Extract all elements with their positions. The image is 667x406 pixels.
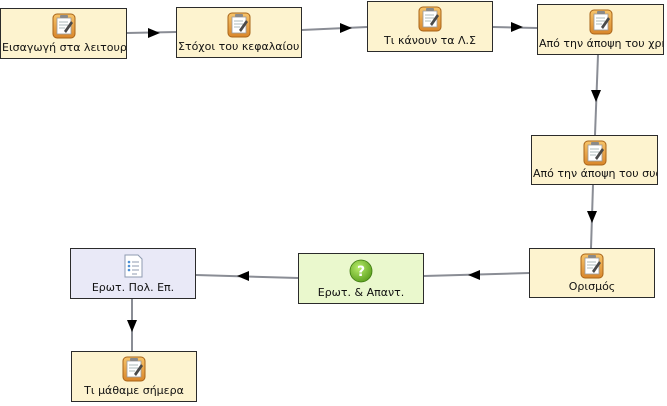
arrowhead-icon [468, 270, 480, 280]
activity-node-intro[interactable]: Εισαγωγή στα λειτουργικά [0, 8, 127, 59]
activity-node-goals[interactable]: Στόχοι του κεφαλαίου [176, 7, 302, 58]
question-icon [349, 258, 373, 284]
activity-node-summary[interactable]: Τι μάθαμε σήμερα [71, 351, 197, 402]
notepad-icon [583, 140, 607, 166]
edge-n5-n6 [587, 184, 597, 249]
activity-node-definition[interactable]: Ορισμός [529, 248, 655, 298]
node-label: Τι κάνουν τα Λ.Σ [384, 34, 476, 47]
arrowhead-icon [587, 211, 597, 223]
node-label: Από την άποψη του χρήστη [539, 37, 663, 50]
activity-node-what-os-do[interactable]: Τι κάνουν τα Λ.Σ [367, 1, 493, 52]
edge-n2-n3 [301, 23, 368, 33]
node-label: Ερωτ. & Απαντ. [317, 286, 405, 299]
quiz-node[interactable]: Ερωτ. Πολ. Επ. [70, 248, 196, 299]
node-label: Από την άποψη του συστήματος [533, 167, 657, 180]
arrowhead-icon [511, 22, 523, 32]
node-label: Ερωτ. Πολ. Επ. [91, 281, 175, 294]
arrowhead-icon [591, 90, 601, 102]
arrowhead-icon [237, 271, 249, 281]
activity-node-user-view[interactable]: Από την άποψη του χρήστη [537, 4, 664, 55]
activity-node-system-view[interactable]: Από την άποψη του συστήματος [531, 135, 658, 185]
edge-n3-n4 [492, 22, 538, 32]
notepad-icon [580, 253, 604, 279]
node-label: Στόχοι του κεφαλαίου [178, 40, 300, 53]
qa-node[interactable]: Ερωτ. & Απαντ. [298, 253, 424, 304]
edge-n7-n8 [195, 271, 299, 281]
node-label: Ορισμός [568, 280, 616, 293]
edge-n4-n5 [591, 54, 601, 136]
notepad-icon [418, 6, 442, 32]
edge-n6-n7 [423, 270, 530, 280]
arrowhead-icon [127, 320, 137, 332]
checklist-icon [121, 253, 145, 279]
edge-n8-n9 [127, 299, 137, 351]
arrowhead-icon [340, 23, 352, 33]
notepad-icon [589, 9, 613, 35]
notepad-icon [227, 12, 251, 38]
edge-line [301, 26, 368, 31]
notepad-icon [122, 356, 146, 382]
edge-n1-n2 [126, 28, 177, 38]
arrowhead-icon [148, 28, 160, 38]
node-label: Εισαγωγή στα λειτουργικά [2, 41, 126, 54]
node-label: Τι μάθαμε σήμερα [84, 384, 184, 397]
notepad-icon [52, 13, 76, 39]
